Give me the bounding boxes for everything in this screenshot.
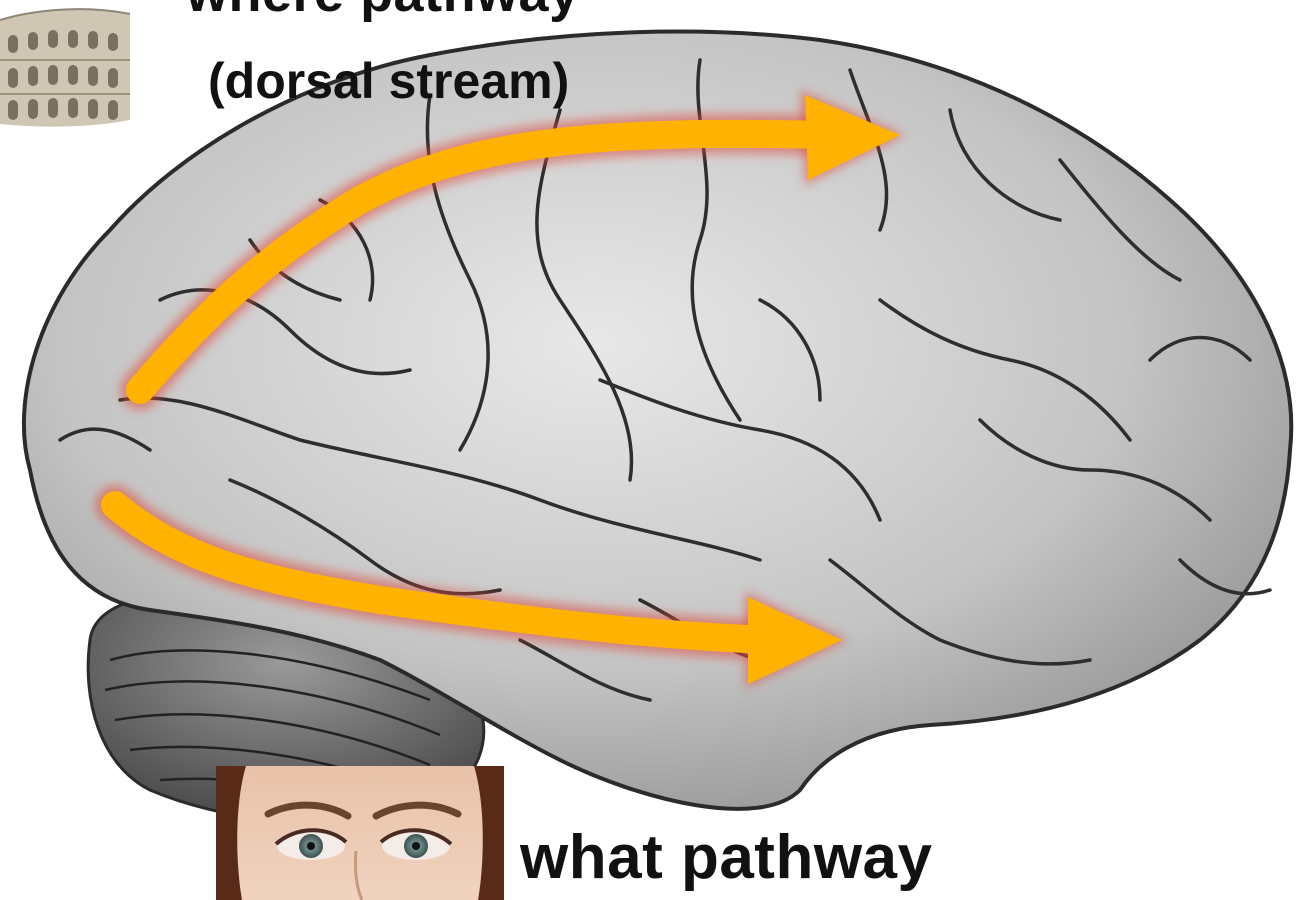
what-pathway-title: what pathway: [520, 822, 933, 893]
face-eyes-photo: [216, 766, 504, 900]
dorsal-stream-subtitle: (dorsal stream): [208, 52, 569, 110]
where-pathway-title: where pathway: [186, 0, 580, 24]
colosseum-photo: [0, 0, 140, 138]
